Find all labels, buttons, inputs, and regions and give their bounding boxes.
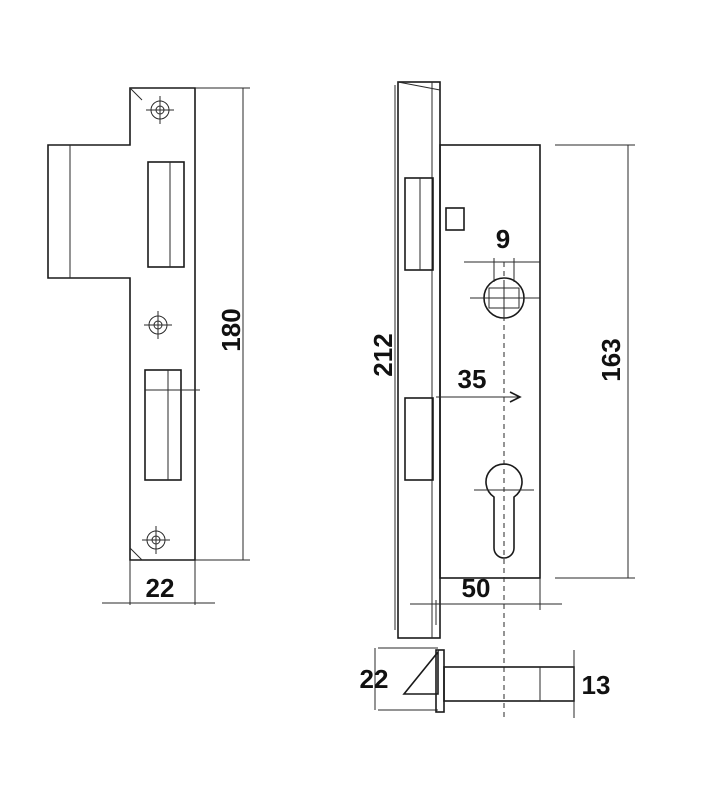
strike-plate xyxy=(47,87,200,561)
dim-22-bolt-label: 22 xyxy=(360,664,389,694)
dim-backset: 35 xyxy=(436,364,522,403)
dim-strike-width: 22 xyxy=(102,560,215,605)
lock-case xyxy=(439,144,541,579)
bolt-wedge xyxy=(402,649,439,695)
dim-9-label: 9 xyxy=(496,224,510,254)
screw-hole-bottom xyxy=(142,526,170,554)
spindle-hub xyxy=(470,277,540,319)
latch-slot xyxy=(404,177,434,271)
bolt-detail xyxy=(374,647,575,718)
dim-50-label: 50 xyxy=(462,573,491,603)
screw-hole-middle xyxy=(144,311,172,339)
faceplate xyxy=(397,81,441,639)
dim-22-strike-label: 22 xyxy=(146,573,175,603)
cylinder-hole xyxy=(485,463,523,559)
dim-212-label: 212 xyxy=(368,333,398,376)
latch-catch xyxy=(445,207,465,231)
bolt-opening xyxy=(144,369,182,481)
dim-strike-height: 180 xyxy=(195,87,250,561)
bolt-slot xyxy=(404,397,434,481)
dim-faceplate-height: 212 xyxy=(368,85,398,630)
dim-13-label: 13 xyxy=(582,670,611,700)
screw-hole-top xyxy=(146,96,174,124)
dim-35-label: 35 xyxy=(458,364,487,394)
dim-case-height: 163 xyxy=(555,144,635,579)
dim-180-label: 180 xyxy=(216,308,246,351)
dim-case-depth: 50 xyxy=(410,573,562,625)
dim-163-label: 163 xyxy=(596,338,626,381)
lock-body xyxy=(397,81,541,720)
latch-opening xyxy=(147,161,185,268)
dim-spindle: 9 xyxy=(464,224,540,282)
bolt-body xyxy=(443,666,575,702)
